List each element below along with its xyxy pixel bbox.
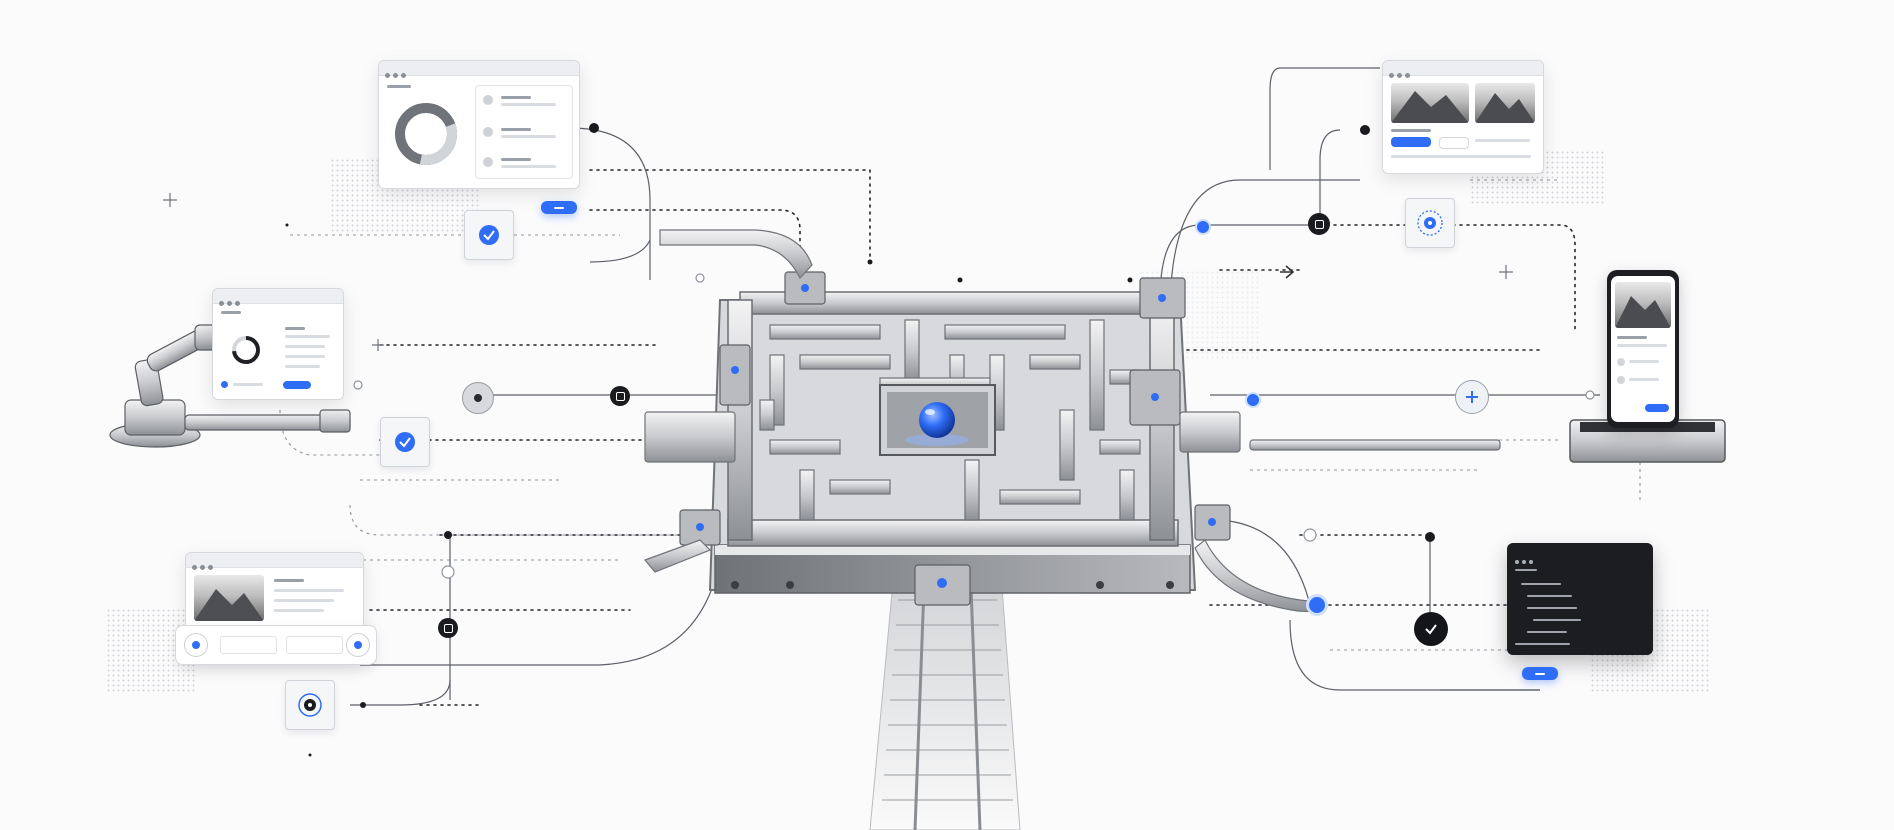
link-node-icon (1195, 219, 1211, 235)
plus-icon (1466, 391, 1478, 403)
next-button[interactable] (346, 633, 370, 657)
phone-device (1607, 270, 1679, 428)
target-icon (298, 693, 322, 717)
check-icon (1425, 624, 1437, 635)
stop-node-icon (610, 386, 630, 406)
primary-button[interactable] (1391, 137, 1431, 147)
analytics-window (378, 60, 580, 189)
check-icon (479, 225, 499, 245)
plus-button[interactable] (1455, 380, 1489, 414)
arrow-right-icon (1280, 265, 1295, 279)
link-node-icon (1306, 594, 1328, 616)
target-badge (285, 680, 335, 730)
check-icon (395, 432, 415, 452)
terminal-window (1507, 543, 1653, 655)
donut-chart-icon (395, 103, 457, 165)
media-controls (175, 625, 377, 665)
window-titlebar (379, 61, 579, 78)
window-titlebar (1383, 61, 1543, 78)
check-badge (380, 417, 430, 467)
check-node (1414, 612, 1448, 646)
list-icon (483, 95, 493, 105)
status-window (212, 288, 344, 400)
gallery-window (1382, 60, 1544, 174)
play-button[interactable] (184, 633, 208, 657)
window-titlebar (186, 553, 363, 570)
primary-button[interactable] (283, 381, 311, 389)
primary-button[interactable] (1645, 404, 1669, 412)
secondary-button[interactable] (1439, 137, 1469, 149)
stop-node-icon (1308, 213, 1330, 235)
list-icon (483, 127, 493, 137)
sphere-icon (919, 402, 955, 438)
check-badge (464, 210, 514, 260)
mountain-image (1475, 83, 1535, 123)
list-icon (483, 157, 493, 167)
target-icon (1417, 210, 1443, 236)
run-button[interactable] (1522, 667, 1558, 680)
link-node-icon (1245, 392, 1261, 408)
gear-node-icon (462, 382, 494, 414)
mountain-image (1391, 83, 1469, 123)
window-titlebar (213, 289, 343, 306)
target-badge (1405, 198, 1455, 248)
action-button[interactable] (541, 201, 577, 214)
mountain-image (194, 575, 264, 621)
progress-ring-icon (232, 336, 260, 364)
mountain-image (1615, 282, 1671, 328)
stop-node-icon (438, 618, 458, 638)
